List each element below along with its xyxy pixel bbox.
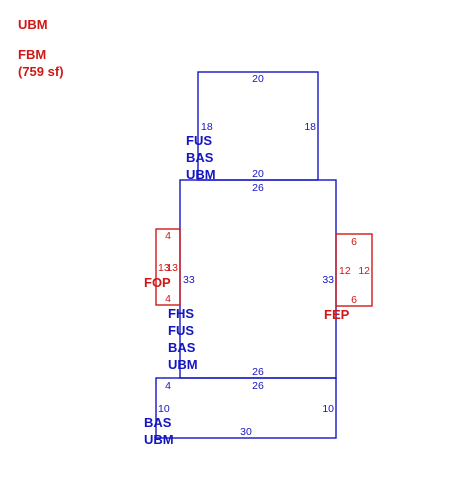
top-section-code-3: UBM (186, 167, 216, 182)
right-porch-dim-left: 12 (339, 265, 351, 277)
left-porch-outline (155, 228, 181, 306)
middle-section-outline (179, 179, 337, 379)
bottom-section-outline (155, 377, 337, 439)
left-porch-dim-left: 13 (158, 262, 170, 274)
top-section-code-2: BAS (186, 150, 214, 165)
top-section-outline (197, 71, 319, 181)
bottom-section-dim-left: 10 (158, 403, 170, 415)
left-porch-code: FOP (144, 275, 171, 290)
bottom-section-dim-bottom: 30 (240, 426, 252, 438)
middle-section-dim-left: 33 (183, 274, 195, 286)
right-porch-code: FEP (324, 307, 350, 322)
bottom-section-code-2: UBM (144, 432, 174, 447)
right-porch-dim-right: 12 (358, 265, 370, 277)
top-section-dim-bottom: 20 (252, 168, 264, 180)
middle-section-dim-right: 33 (322, 274, 334, 286)
middle-section-code-2: FUS (168, 323, 194, 338)
top-section-dim-top: 20 (252, 73, 264, 85)
middle-section-dim-top: 26 (252, 182, 264, 194)
bottom-section-dim-left-top: 4 (165, 380, 171, 392)
left-porch-dim-top: 4 (165, 230, 171, 242)
middle-section-code-3: BAS (168, 340, 196, 355)
bottom-section-code-1: BAS (144, 415, 172, 430)
legend-code-ubm: UBM (18, 17, 48, 32)
middle-section-code-1: FHS (168, 306, 194, 321)
top-section-code-1: FUS (186, 133, 212, 148)
bottom-section-dim-right: 10 (322, 403, 334, 415)
bottom-section-dim-top: 26 (252, 380, 264, 392)
right-porch-dim-top: 6 (351, 236, 357, 248)
left-porch-dim-bottom: 4 (165, 293, 171, 305)
top-section-dim-right: 18 (304, 121, 316, 133)
right-porch-dim-bottom: 6 (351, 294, 357, 306)
legend-code-fbm: FBM (18, 47, 46, 62)
right-porch-outline (335, 233, 373, 307)
middle-section-code-4: UBM (168, 357, 198, 372)
top-section-dim-left: 18 (201, 121, 213, 133)
left-porch-dim-right: 13 (166, 262, 178, 274)
legend-area: (759 sf) (18, 64, 64, 79)
middle-section-dim-bottom: 26 (252, 366, 264, 378)
